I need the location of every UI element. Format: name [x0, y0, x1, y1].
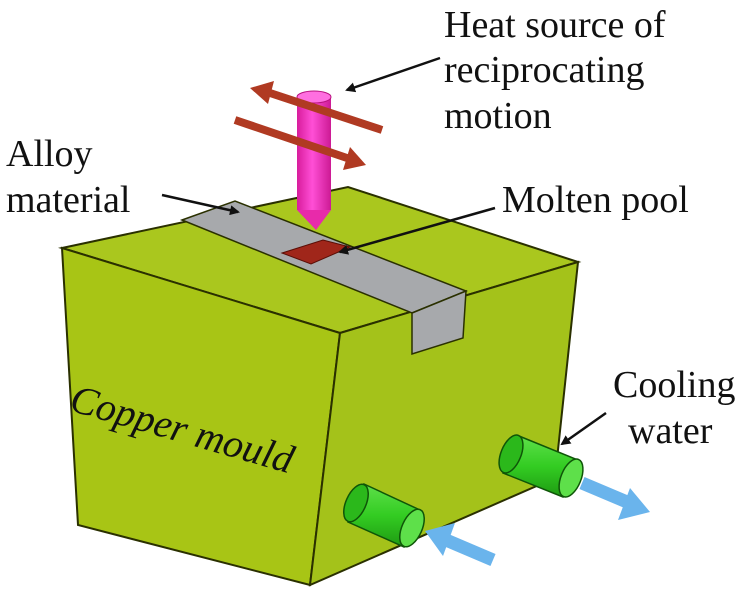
- motion-arrow-upper-head: [250, 81, 274, 104]
- motion-arrow-lower-shaft: [233, 116, 349, 162]
- torch-cap: [296, 90, 332, 104]
- molten-pool-leader-arrow: [338, 206, 496, 255]
- heat-source-label-line1: Heat source of: [444, 4, 666, 46]
- heat-source-label-line2: reciprocating: [444, 49, 644, 91]
- heat-source-label-line3: motion: [444, 95, 552, 137]
- reciprocating-motion-arrows: [233, 81, 384, 170]
- alloy-label-line2: material: [6, 179, 130, 221]
- alloy-leader-arrow: [161, 193, 240, 216]
- alloy-strip-side: [411, 289, 467, 356]
- heat-source-leader-arrow: [345, 56, 441, 93]
- water-outlet-shaft: [579, 477, 630, 508]
- cooling-label-line1: Cooling: [613, 364, 735, 406]
- motion-arrow-lower-head: [343, 147, 366, 170]
- alloy-label-line1: Alloy: [6, 133, 93, 175]
- cooling-pipe-left-back: [343, 483, 369, 523]
- cooling-label-line2: water: [628, 410, 713, 452]
- water-inlet-shaft: [443, 534, 496, 566]
- water-inlet-arrow: [425, 523, 496, 566]
- cooling-pipe-right: [498, 434, 584, 498]
- cooling-leader-arrow: [560, 411, 607, 446]
- molten-pool: [280, 239, 352, 265]
- water-outlet-head: [618, 488, 650, 520]
- cooling-pipe-left: [343, 482, 425, 548]
- cooling-pipe-right-back: [498, 434, 524, 474]
- water-outlet-arrow: [579, 477, 650, 520]
- cooling-pipe-right-end: [558, 458, 584, 498]
- torch-tip: [297, 210, 331, 230]
- molten-pool-label: Molten pool: [502, 179, 689, 221]
- motion-arrow-upper-shaft: [268, 89, 384, 134]
- cooling-pipe-left-end: [399, 508, 425, 548]
- water-inlet-head: [425, 523, 455, 556]
